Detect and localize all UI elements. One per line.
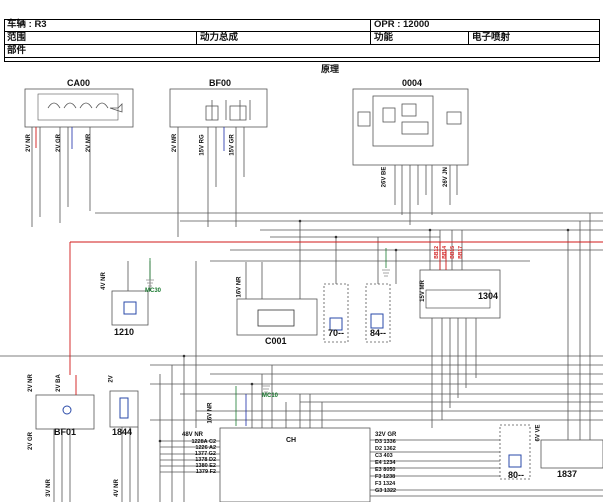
range-label: 范围 bbox=[7, 32, 27, 43]
ch-left-pin: 1377 G2 bbox=[194, 451, 216, 457]
conn-ca00-c: 2V MR bbox=[86, 133, 93, 153]
c1844-box bbox=[109, 390, 139, 428]
bb-wire-label: BB14 bbox=[442, 246, 448, 259]
c1210-box bbox=[111, 290, 149, 326]
ch-left-pin: 1226 A2 bbox=[195, 445, 216, 451]
conn-0004-b: 26V JN bbox=[443, 166, 450, 188]
conn-ca00-a: 2V NR bbox=[25, 134, 32, 152]
c0004-box bbox=[352, 88, 469, 166]
ch-right-pin: C3 403 bbox=[375, 453, 393, 459]
conn-bf01-a: 2V NR bbox=[27, 374, 34, 392]
ch-left-pin: 1228A C2 bbox=[191, 439, 216, 445]
c001-box bbox=[236, 298, 318, 336]
range-value: 动力总成 bbox=[196, 32, 370, 44]
ch-right-pin: D2 1362 bbox=[375, 446, 396, 452]
conn-1837-a: 6V VE bbox=[535, 424, 542, 442]
label-ca00: CA00 bbox=[67, 78, 91, 88]
label-1844: 1844 bbox=[112, 427, 133, 437]
opr-cell: OPR : 12000 bbox=[370, 19, 600, 31]
label-ch: CH bbox=[286, 437, 297, 444]
mc30-label: MC30 bbox=[145, 288, 162, 294]
ch-right-pin: D3 1336 bbox=[375, 439, 396, 445]
c1837-box bbox=[540, 439, 603, 469]
ch-left-pin: 1378 D2 bbox=[195, 457, 216, 463]
header-row-2: 范围 动力总成 功能 电子喷射 bbox=[4, 32, 600, 45]
label-70: 70-- bbox=[328, 328, 345, 338]
conn-bf01-b: 2V BA bbox=[55, 374, 62, 392]
conn-c001-a: 16V NR bbox=[236, 276, 243, 298]
ch-right-pin: G3 1322 bbox=[375, 488, 397, 494]
ch-right-pin: F3 1324 bbox=[375, 481, 396, 487]
vehicle-cell: 车辆 : R3 bbox=[7, 19, 47, 30]
label-bf00: BF00 bbox=[209, 78, 232, 88]
ch-box bbox=[219, 427, 371, 502]
diagram-title: 原理 bbox=[321, 64, 340, 74]
conn-ch-b: 32V GR bbox=[375, 432, 397, 438]
header-row-1: 车辆 : R3 OPR : 12000 bbox=[4, 19, 600, 32]
ch-left-pin: 1379 F2 bbox=[195, 469, 216, 475]
conn-bf01-c: 2V GR bbox=[28, 431, 35, 451]
conn-bf00-c: 15V GR bbox=[229, 134, 236, 156]
conn-bf00-a: 2V MR bbox=[172, 133, 179, 153]
conn-ca00-b: 2V GR bbox=[56, 133, 63, 153]
label-c001: C001 bbox=[265, 336, 287, 346]
bf01-box bbox=[35, 394, 95, 430]
ch-left-pin: 1380 E2 bbox=[195, 463, 217, 469]
ch-right-pin: F3 1238 bbox=[375, 474, 396, 480]
label-1837: 1837 bbox=[557, 469, 578, 479]
conn-1844-a: 2V bbox=[108, 375, 115, 383]
c1304-box bbox=[419, 269, 501, 319]
part-label: 部件 bbox=[7, 45, 27, 56]
label-1210: 1210 bbox=[114, 327, 135, 337]
conn-bottom-b: 4V NR bbox=[113, 479, 120, 497]
bb-wire-label: BB15 bbox=[450, 246, 456, 259]
conn-1304-a: 15V MR bbox=[419, 280, 426, 302]
label-84: 84-- bbox=[370, 328, 387, 338]
label-1304: 1304 bbox=[478, 291, 499, 301]
label-0004: 0004 bbox=[402, 78, 423, 88]
mc10-label: MC10 bbox=[262, 393, 279, 399]
bf00-box bbox=[169, 88, 268, 128]
conn-ch-c: 16V NR bbox=[207, 402, 214, 424]
header-row-3: 部件 bbox=[4, 45, 600, 58]
function-value: 电子喷射 bbox=[468, 32, 600, 44]
ch-right-pin: E4 1234 bbox=[375, 460, 396, 466]
label-80: 80-- bbox=[508, 470, 525, 480]
conn-bf00-b: 15V RG bbox=[199, 134, 206, 156]
bb-wire-label: BB12 bbox=[434, 246, 440, 259]
function-label: 功能 bbox=[370, 32, 468, 44]
ch-right-pin: E3 8050 bbox=[375, 467, 396, 473]
bb-wire-label: BB17 bbox=[458, 246, 464, 259]
conn-1210-a: 4V NR bbox=[100, 272, 107, 290]
conn-bottom-a: 3V NR bbox=[45, 479, 52, 497]
ca00-box bbox=[24, 88, 134, 128]
conn-ch-a: 48V NR bbox=[182, 432, 204, 438]
header-frame bbox=[4, 19, 600, 62]
label-bf01: BF01 bbox=[54, 427, 77, 437]
conn-0004-a: 26V BE bbox=[381, 166, 388, 188]
